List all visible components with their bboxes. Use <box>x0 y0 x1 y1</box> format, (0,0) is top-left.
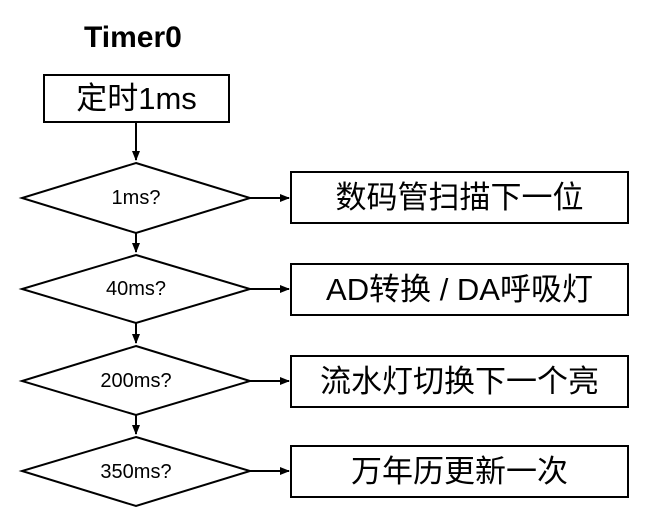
start-box-shape <box>43 74 230 123</box>
action-3-box-shape <box>290 355 629 408</box>
decision-3-shape <box>18 344 254 417</box>
decision-4-shape <box>18 435 254 508</box>
decision-1-shape <box>18 161 254 235</box>
action-2-box-shape <box>290 263 629 316</box>
action-4-box-shape <box>290 445 629 498</box>
diagram-title: Timer0 <box>84 21 182 54</box>
action-1-box-shape <box>290 171 629 224</box>
decision-2-shape <box>18 253 254 325</box>
